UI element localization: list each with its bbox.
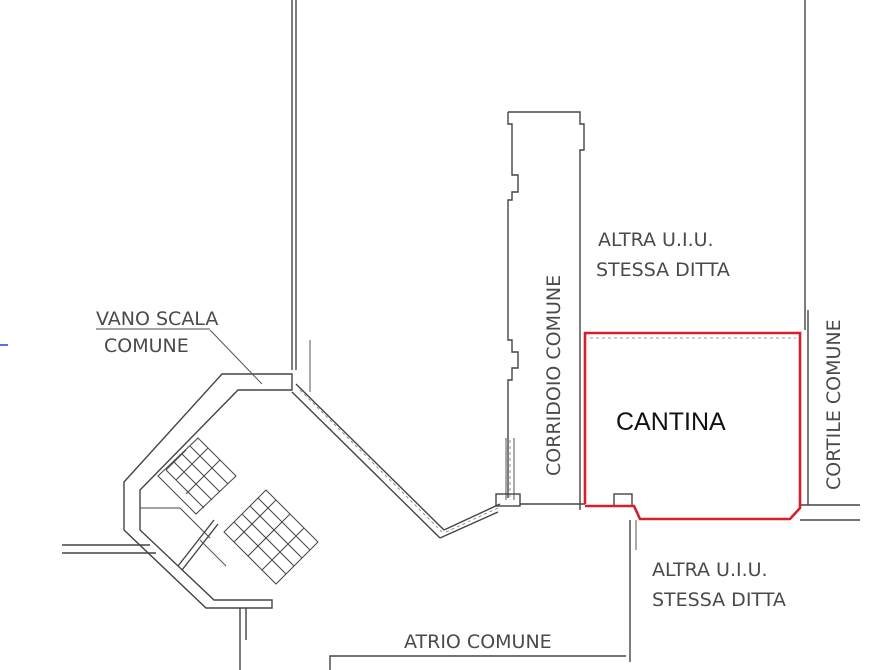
label-corridoio-comune: CORRIDOIO COMUNE	[543, 275, 565, 476]
label-altra-uiu-top: ALTRA U.I.U.	[598, 229, 714, 251]
corridor-walls	[505, 111, 585, 510]
label-stessa-ditta-bottom: STESSA DITTA	[652, 589, 786, 611]
stairwell	[62, 329, 319, 670]
label-vano-scala: VANO SCALA	[96, 308, 218, 330]
label-atrio-comune: ATRIO COMUNE	[404, 631, 552, 653]
label-cantina: CANTINA	[616, 408, 726, 436]
upper-walls	[291, 0, 806, 392]
lower-walls	[329, 310, 860, 670]
label-stessa-ditta-top: STESSA DITTA	[596, 259, 730, 281]
label-altra-uiu-bottom: ALTRA U.I.U.	[652, 559, 768, 581]
label-vano-scala-comune: COMUNE	[104, 335, 189, 357]
diagonal-wall	[291, 383, 585, 539]
label-cortile-comune: CORTILE COMUNE	[823, 319, 845, 490]
cantina-outline	[583, 331, 802, 521]
